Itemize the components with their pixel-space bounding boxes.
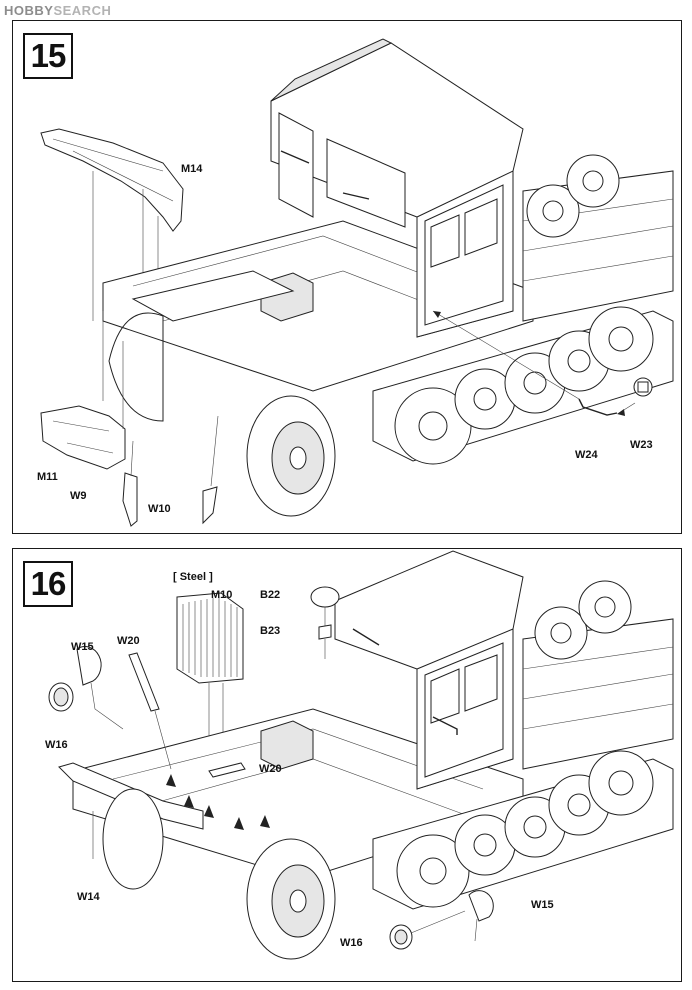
step-16-panel: 16 (12, 548, 682, 982)
part-label-w16-right: W16 (340, 937, 363, 949)
part-label-w15-left: W15 (71, 641, 94, 653)
hobby-search-watermark: HOBBYSEARCH (4, 3, 111, 18)
part-label-w20-top: W20 (117, 635, 140, 647)
step-15-panel: 15 (12, 20, 682, 534)
step-15-assembly-drawing (40, 38, 674, 527)
part-label-m10: M10 (211, 589, 233, 601)
part-label-m14: M14 (181, 163, 203, 175)
part-label-b22: B22 (260, 589, 281, 601)
step-16-assembly-drawing (48, 550, 674, 960)
part-label-b23: B23 (260, 625, 281, 637)
watermark-part-b: SEARCH (53, 3, 112, 18)
part-label-w9: W9 (70, 490, 87, 502)
part-label-w14: W14 (77, 891, 100, 903)
watermark-part-a: HOBBY (4, 3, 54, 18)
part-label-w15-right: W15 (531, 899, 554, 911)
part-label-w20-mid: W20 (259, 763, 282, 775)
part-label-w16-left: W16 (45, 739, 68, 751)
part-label-m11: M11 (37, 471, 58, 483)
part-label-steel: [ Steel ] (173, 571, 213, 583)
step-number-box: 15 (23, 33, 73, 79)
part-label-w10: W10 (148, 503, 171, 515)
step-number-box: 16 (23, 561, 73, 607)
part-label-w24: W24 (575, 449, 598, 461)
part-label-w23: W23 (630, 439, 653, 451)
